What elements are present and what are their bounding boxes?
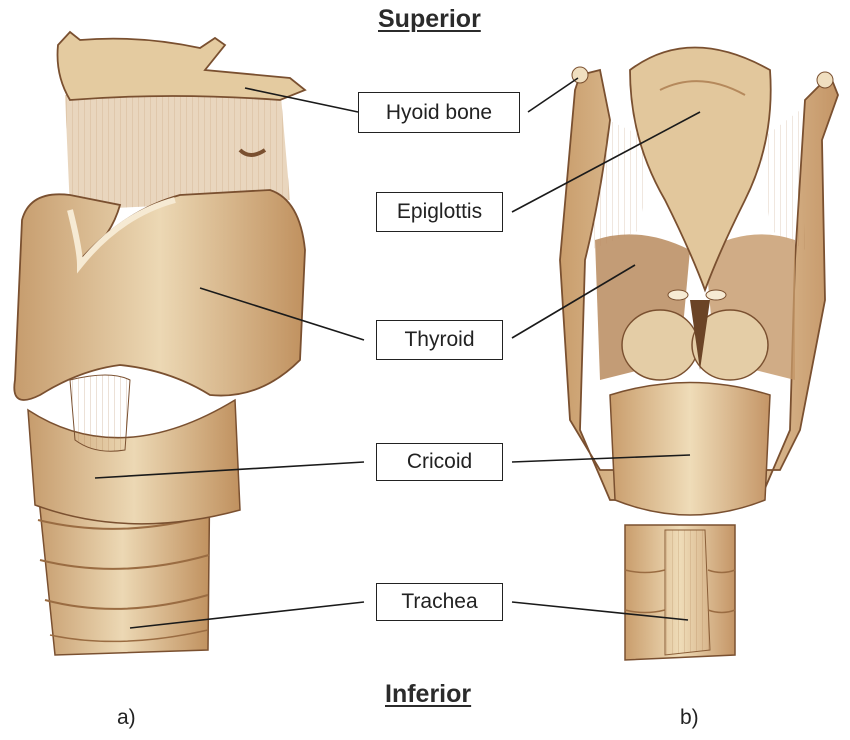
panel-label-a: a) [117,706,136,729]
inferior-heading: Inferior [385,680,472,708]
leader-thyroid-right [511,264,636,339]
superior-heading: Superior [378,5,481,33]
leader-hyoid-left [244,87,359,113]
label-hyoid-bone: Hyoid bone [358,92,520,133]
label-thyroid: Thyroid [376,320,503,360]
label-epiglottis: Epiglottis [376,192,503,232]
label-trachea: Trachea [376,583,503,621]
hyoid-left [56,30,307,101]
cricoid-right [609,381,771,516]
anterior-view [13,30,307,656]
leader-epiglottis [511,111,701,213]
leader-trachea-right [511,601,689,621]
leader-trachea-left [129,601,365,629]
leader-cricoid-left [94,461,365,479]
thyroid-left [13,189,306,401]
cricoid-left [27,398,241,525]
cricothyroid-muscle [69,374,131,452]
epiglottis-right [629,46,772,293]
leader-hyoid-right [527,77,579,113]
panel-label-b: b) [680,706,699,729]
label-cricoid: Cricoid [376,443,503,481]
leader-cricoid-right [511,454,691,463]
leader-thyroid-left [199,287,365,341]
posterior-view [559,46,839,661]
leader-lines [94,77,701,629]
